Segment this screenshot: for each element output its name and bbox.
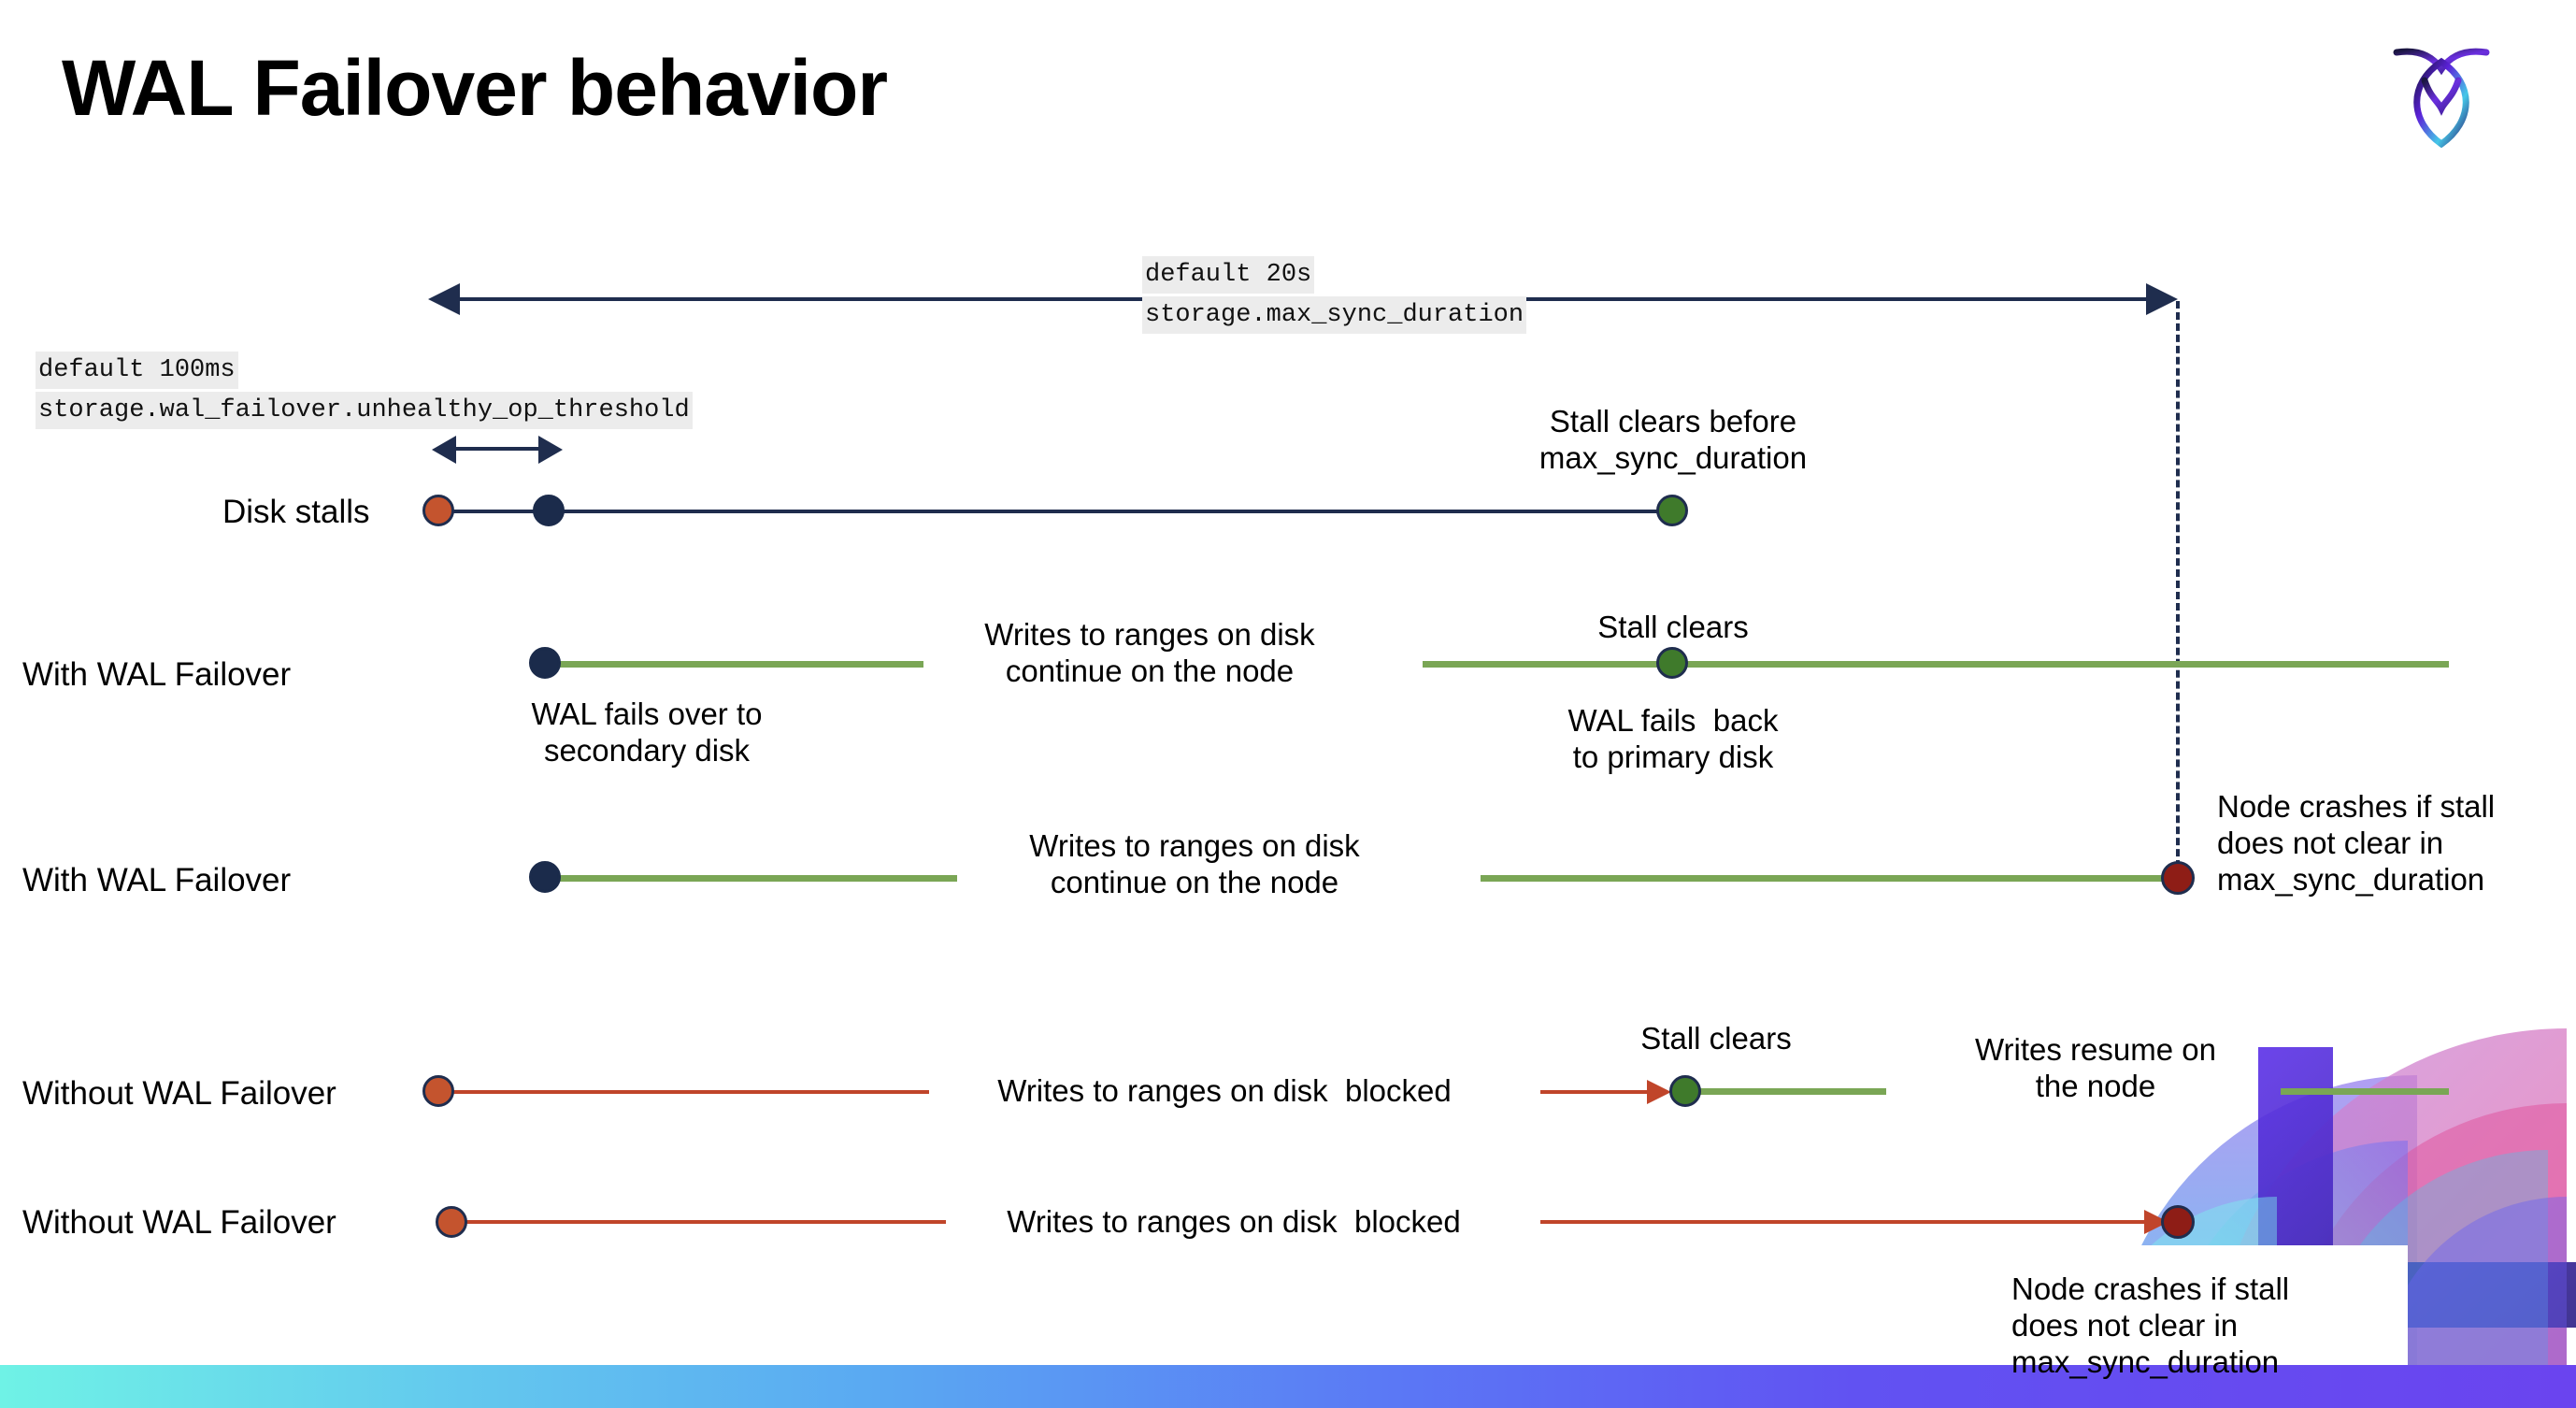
wal-failover-trigger-marker	[533, 495, 565, 526]
bottom-gradient-bar	[0, 1365, 2576, 1408]
disk-stall-clear-marker	[1656, 495, 1688, 526]
row5-blocked-segment-left	[460, 1220, 946, 1224]
row2-timeline-segment-left	[544, 661, 923, 668]
row2-failover-marker	[529, 647, 561, 679]
row4-resume-segment	[1682, 1088, 1886, 1095]
row-label-without-wal-failover-1: Without WAL Failover	[22, 1075, 336, 1112]
disk-stalls-timeline	[439, 510, 1682, 513]
max-sync-arrow-right-head	[2146, 283, 2178, 315]
callout-wal-fails-back: WAL fails back to primary disk	[1567, 703, 1779, 774]
row5-stall-start-marker	[436, 1206, 467, 1238]
cockroachdb-logo-icon	[2385, 32, 2497, 163]
row-label-with-wal-failover-1: With WAL Failover	[22, 656, 292, 693]
max-sync-arrow-left-head	[428, 283, 460, 315]
callout-writes-continue-2: Writes to ranges on disk continue on the…	[1029, 828, 1360, 899]
row3-node-crash-marker	[2161, 861, 2195, 895]
row4-resume-segment-far	[2281, 1088, 2449, 1095]
row-label-disk-stalls: Disk stalls	[222, 494, 370, 530]
row5-blocked-segment-right	[1540, 1220, 2157, 1224]
callout-writes-continue-1: Writes to ranges on disk continue on the…	[984, 617, 1315, 688]
unhealthy-default-chip: default 100ms	[36, 352, 238, 390]
callout-writes-blocked-1: Writes to ranges on disk blocked	[997, 1073, 1452, 1108]
disk-stall-start-marker	[422, 495, 454, 526]
row4-blocked-arrow-head	[1647, 1080, 1671, 1104]
row2-timeline-segment-right	[1423, 661, 2449, 668]
callout-writes-blocked-2: Writes to ranges on disk blocked	[1007, 1204, 1461, 1239]
row4-blocked-segment-left	[447, 1090, 929, 1094]
threshold-arrow-shaft	[454, 447, 540, 451]
row4-stall-start-marker	[422, 1075, 454, 1107]
callout-writes-resume: Writes resume on the node	[1975, 1032, 2216, 1103]
callout-node-crashes-2: Node crashes if stall does not clear in …	[2011, 1272, 2290, 1379]
threshold-arrow-right-head	[538, 436, 563, 464]
row2-stall-clear-marker	[1656, 647, 1688, 679]
callout-stall-clears-before: Stall clears before max_sync_duration	[1538, 404, 1808, 475]
threshold-arrow-left-head	[432, 436, 456, 464]
unhealthy-setting-chip: storage.wal_failover.unhealthy_op_thresh…	[36, 392, 693, 430]
max-sync-dashed-guide	[2176, 301, 2180, 879]
row4-stall-clear-marker	[1669, 1075, 1701, 1107]
max-sync-default-chip: default 20s	[1142, 256, 1315, 295]
callout-node-crashes-1: Node crashes if stall does not clear in …	[2217, 789, 2496, 897]
row-label-without-wal-failover-2: Without WAL Failover	[22, 1204, 336, 1241]
page-title: WAL Failover behavior	[62, 44, 888, 132]
callout-stall-clears-row2: Stall clears	[1597, 610, 1749, 644]
row3-failover-marker	[529, 861, 561, 893]
row3-timeline-segment-left	[544, 875, 957, 882]
callout-stall-clears-row4: Stall clears	[1640, 1021, 1792, 1056]
row4-blocked-segment-right	[1540, 1090, 1660, 1094]
row-label-with-wal-failover-2: With WAL Failover	[22, 862, 292, 898]
row5-node-crash-marker	[2161, 1205, 2195, 1239]
row3-timeline-segment-right	[1481, 875, 2183, 882]
max-sync-setting-chip: storage.max_sync_duration	[1142, 296, 1527, 335]
callout-wal-fails-over: WAL fails over to secondary disk	[531, 697, 763, 768]
